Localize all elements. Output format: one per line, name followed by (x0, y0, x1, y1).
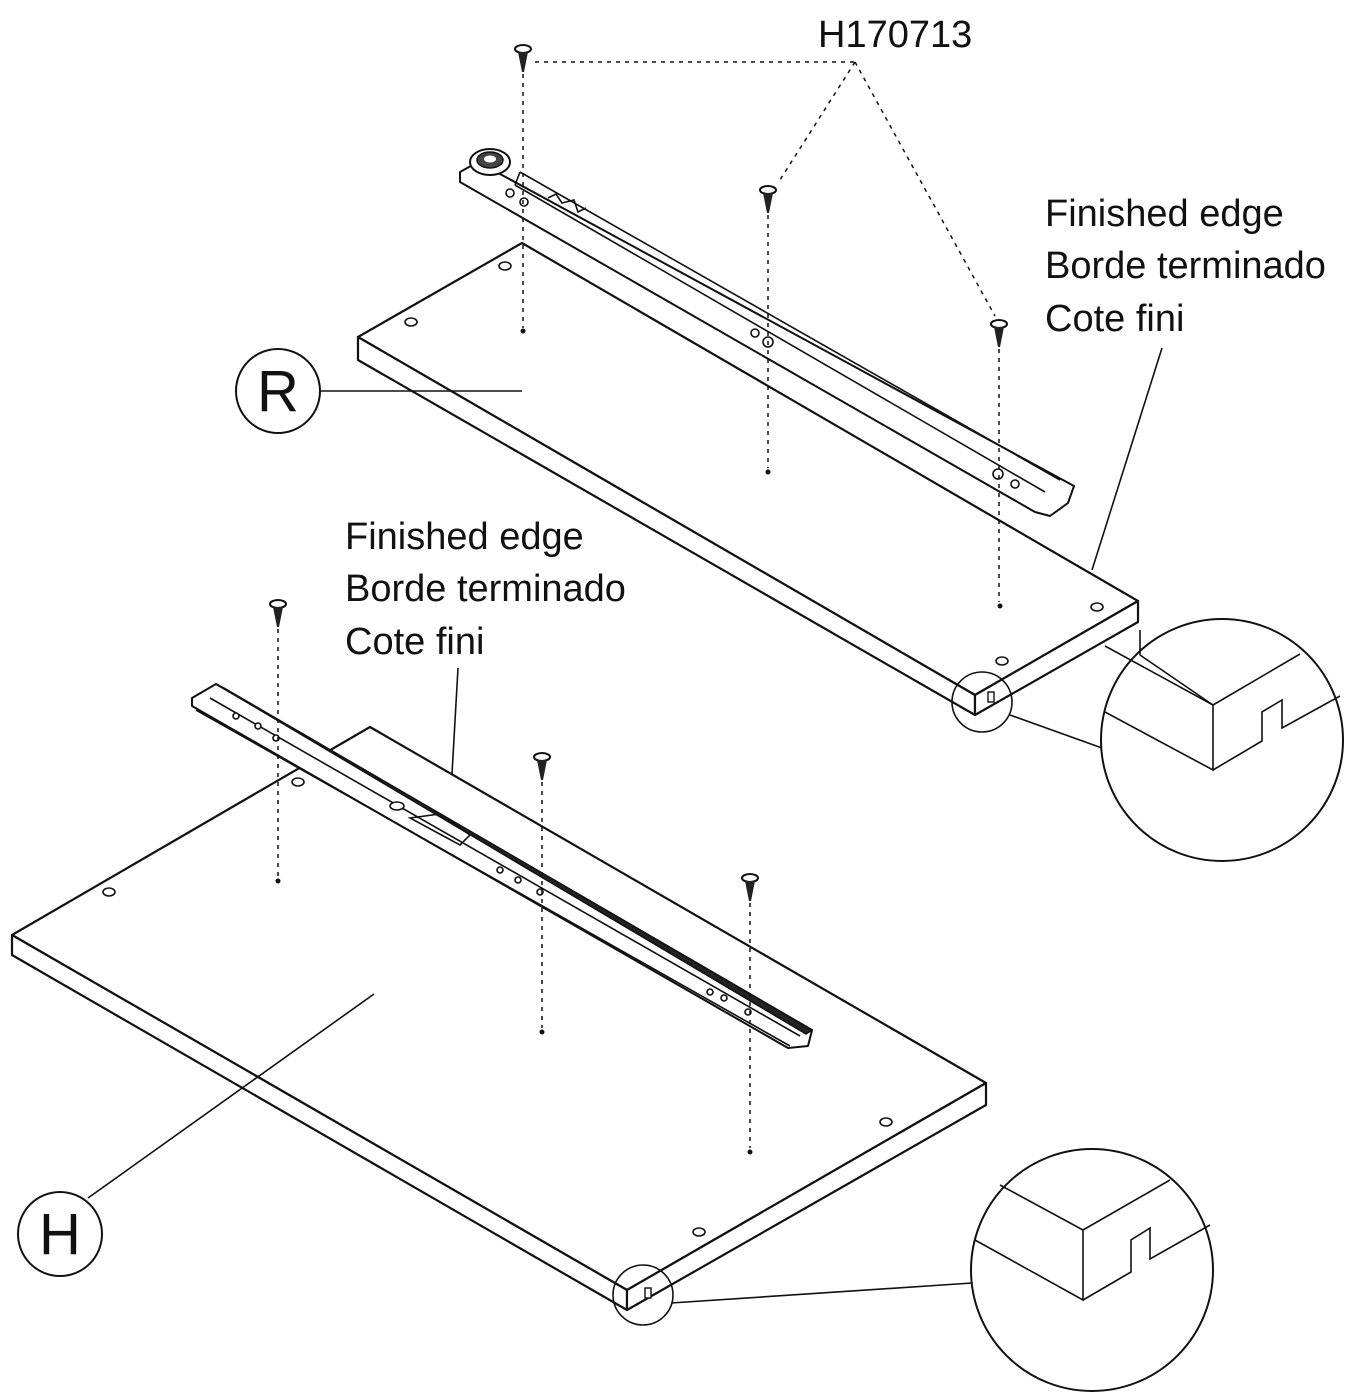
screw-icon (741, 873, 759, 901)
panel-h (10, 725, 988, 1312)
screw-icon (514, 44, 532, 72)
upper-drawer-slide (459, 148, 1075, 517)
screw-icon (533, 752, 551, 780)
note-line-es: Borde terminado (345, 568, 626, 610)
note-line-es: Borde terminado (1045, 245, 1326, 287)
part-code-label: H170713 (818, 14, 972, 56)
lower-finished-edge-note: Finished edge Borde terminado Cote fini (345, 516, 626, 775)
upper-edge-detail (951, 618, 1344, 862)
note-line-en: Finished edge (345, 516, 584, 558)
panel-r (356, 241, 1140, 717)
screw-icon (990, 319, 1008, 347)
screw-icon (759, 185, 777, 213)
panel-h-callout: H (17, 993, 375, 1277)
panel-r-letter: R (257, 359, 299, 424)
lower-edge-detail (612, 1148, 1214, 1392)
lower-drawer-slide (191, 683, 814, 1049)
upper-finished-edge-note: Finished edge Borde terminado Cote fini (1045, 193, 1326, 571)
panel-h-letter: H (39, 1202, 81, 1267)
screw-icon (269, 599, 287, 627)
note-line-fr: Cote fini (1045, 298, 1184, 340)
note-line-fr: Cote fini (345, 621, 484, 663)
note-line-en: Finished edge (1045, 193, 1284, 235)
panel-r-callout: R (235, 348, 522, 434)
